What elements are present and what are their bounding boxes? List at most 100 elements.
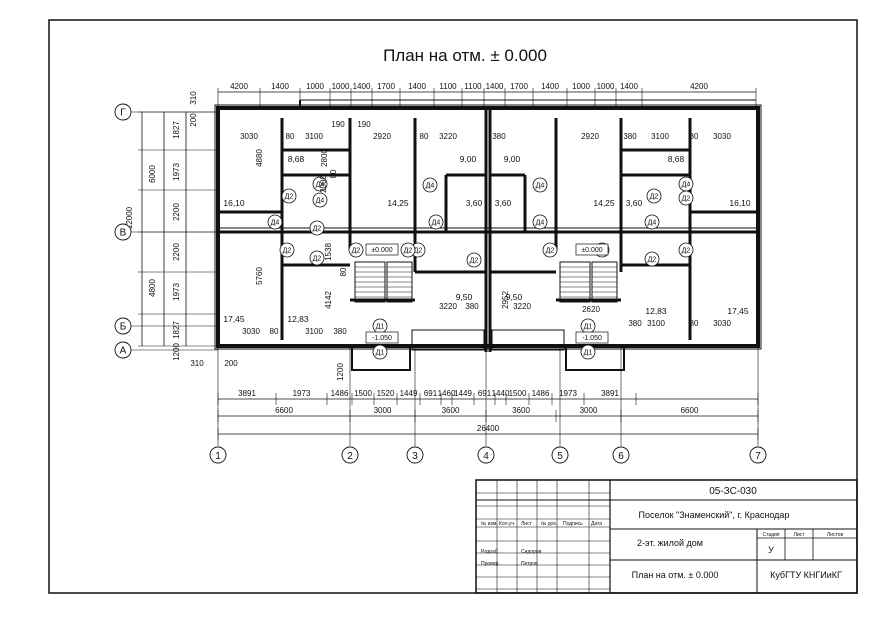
axis-bubble [551, 446, 569, 464]
level-mark-1: ±0.000 [581, 247, 602, 254]
room-area-0: 8,68 [288, 154, 305, 164]
door-label-14: Д2 [682, 196, 691, 203]
dim-interior-11: 3030 [713, 132, 731, 141]
dim-top-2: 1000 [306, 82, 324, 91]
sheet-name: План на отм. ± 0.000 [632, 570, 719, 580]
door-marker-circle [644, 251, 660, 267]
dim-bottom-2-3: 3600 [512, 406, 530, 415]
door-marker-circle [678, 242, 694, 258]
exterior-wall [216, 106, 760, 348]
stage-header: Стадия [762, 532, 779, 538]
dim-interior-8: 380 [623, 132, 637, 141]
door-label-19: Д2 [404, 248, 413, 255]
dim-bottom-1-6: 691 [424, 389, 438, 398]
dim-left-small-1: 200 [224, 359, 238, 368]
door-label-16: Д2 [682, 248, 691, 255]
dim-top-11: 1400 [541, 82, 559, 91]
dim-bottom-1-7: 1460 [438, 389, 456, 398]
dim-bottom-total: 26400 [477, 424, 500, 433]
door-label-13: Д2 [650, 194, 659, 201]
door-marker-circle [466, 252, 482, 268]
dim-top-13: 1000 [597, 82, 615, 91]
dim-left-inner-0: 1827 [172, 121, 181, 139]
door-marker-circle [532, 214, 548, 230]
dim-interior-9: 3100 [651, 132, 669, 141]
sheet-frame [48, 19, 858, 594]
axis-label-6: 6 [618, 451, 624, 462]
door-label-18: Д2 [352, 248, 361, 255]
door-label-1: Д4 [316, 182, 325, 189]
dim-left-outer-2: 4800 [148, 279, 157, 297]
axis-label-4: 4 [483, 451, 489, 462]
axis-bubble [114, 341, 132, 359]
dim-left-outer-0: 6000 [148, 165, 157, 183]
door-marker-circle [646, 188, 662, 204]
dim-top-9: 1400 [486, 82, 504, 91]
axis-label-Б: Б [120, 322, 127, 333]
building-name: 2-эт. жилой дом [637, 538, 703, 548]
door-label-23: Д1 [376, 324, 385, 331]
axis-label-2: 2 [347, 451, 353, 462]
room-area-4: 16,10 [223, 198, 245, 208]
room-area-15: 12,83 [645, 306, 667, 316]
door-label-15: Д4 [648, 220, 657, 227]
door-marker-circle [644, 214, 660, 230]
dim-interior-18: 80 [339, 267, 348, 276]
door-marker-circle [428, 214, 444, 230]
room-area-5: 14,25 [387, 198, 409, 208]
axis-bubble [477, 446, 495, 464]
porch-right [565, 345, 625, 371]
door-label-0: Д2 [285, 194, 294, 201]
level-box [365, 243, 399, 256]
dim-interior-1: 80 [286, 132, 295, 141]
dim-bottom-1-4: 1520 [377, 389, 395, 398]
room-area-12: 12,83 [287, 314, 309, 324]
level-mark-3: -1.050 [582, 335, 602, 342]
dim-interior-31: 80 [690, 319, 699, 328]
door-marker-circle [281, 188, 297, 204]
dim-left-outer-1: 12000 [125, 206, 134, 229]
level-mark-2: -1.050 [372, 335, 392, 342]
room-area-1: 9,00 [460, 154, 477, 164]
level-box [575, 331, 609, 344]
door-marker-circle [372, 344, 388, 360]
dim-top-15: 4200 [690, 82, 708, 91]
door-marker-circle [348, 242, 364, 258]
dim-interior-16: 5760 [255, 267, 264, 285]
axis-bubble [114, 223, 132, 241]
dim-top-4: 1400 [353, 82, 371, 91]
axis-bubble [749, 446, 767, 464]
dim-interior-27: 3220 [513, 302, 531, 311]
role-0: Разраб. [481, 549, 499, 555]
dim-interior-32: 3030 [713, 319, 731, 328]
axis-label-1: 1 [215, 451, 221, 462]
door-label-26: Д1 [584, 350, 593, 357]
axis-label-5: 5 [557, 451, 563, 462]
door-marker-circle [279, 242, 295, 258]
dim-bottom-1-11: 1500 [509, 389, 527, 398]
project-name: Поселок "Знаменский", г. Краснодар [639, 510, 790, 520]
dim-interior-3: 2920 [373, 132, 391, 141]
door-label-11: Д2 [414, 248, 423, 255]
col-header-4: Подпись [563, 521, 583, 527]
dim-interior-19: 1538 [324, 243, 333, 261]
dim-bottom-2-2: 3600 [442, 406, 460, 415]
door-marker-circle [267, 214, 283, 230]
dim-interior-21: 3030 [242, 327, 260, 336]
door-label-20: Д2 [546, 248, 555, 255]
door-label-17: Д2 [648, 257, 657, 264]
door-marker-circle [309, 250, 325, 266]
axis-bubble [341, 446, 359, 464]
sheets-header: Листов [827, 532, 844, 538]
door-label-4: Д4 [271, 220, 280, 227]
dim-top-5: 1700 [377, 82, 395, 91]
dim-bottom-1-12: 1486 [532, 389, 550, 398]
col-header-3: № док. [541, 521, 557, 527]
col-header-1: Кол.уч. [499, 521, 515, 527]
room-area-3: 8,68 [668, 154, 685, 164]
dim-bottom-2-1: 3000 [374, 406, 392, 415]
col-header-2: Лист [521, 521, 533, 527]
door-label-10: Д4 [536, 220, 545, 227]
